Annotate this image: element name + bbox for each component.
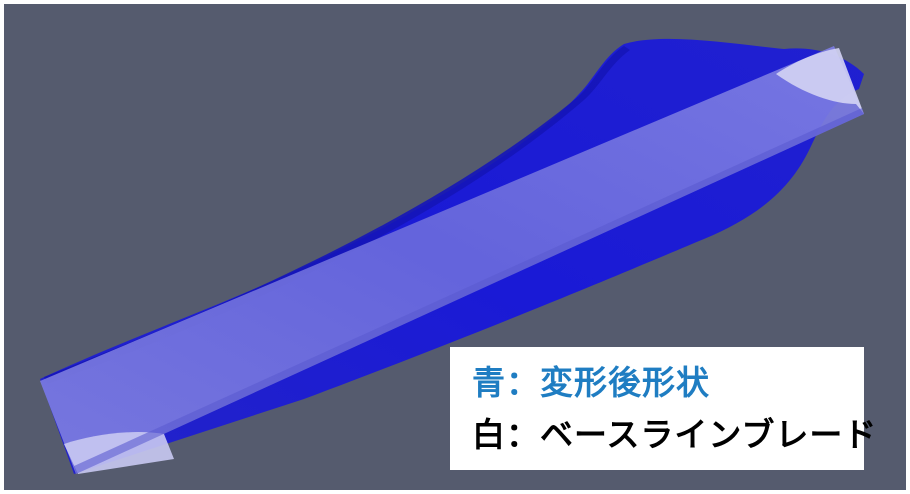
legend-deformed-label: 青：変形後形状 [472,363,710,402]
legend-box: 青：変形後形状 白：ベースラインブレード [450,347,878,470]
baseline-lower-edge [74,108,864,474]
3d-viewport[interactable]: 青：変形後形状 白：ベースラインブレード [4,4,906,490]
legend-baseline-label: 白：ベースラインブレード [472,415,878,454]
blade-render [40,38,864,474]
baseline-blade-shape [40,46,864,474]
baseline-root-highlight [776,48,864,114]
